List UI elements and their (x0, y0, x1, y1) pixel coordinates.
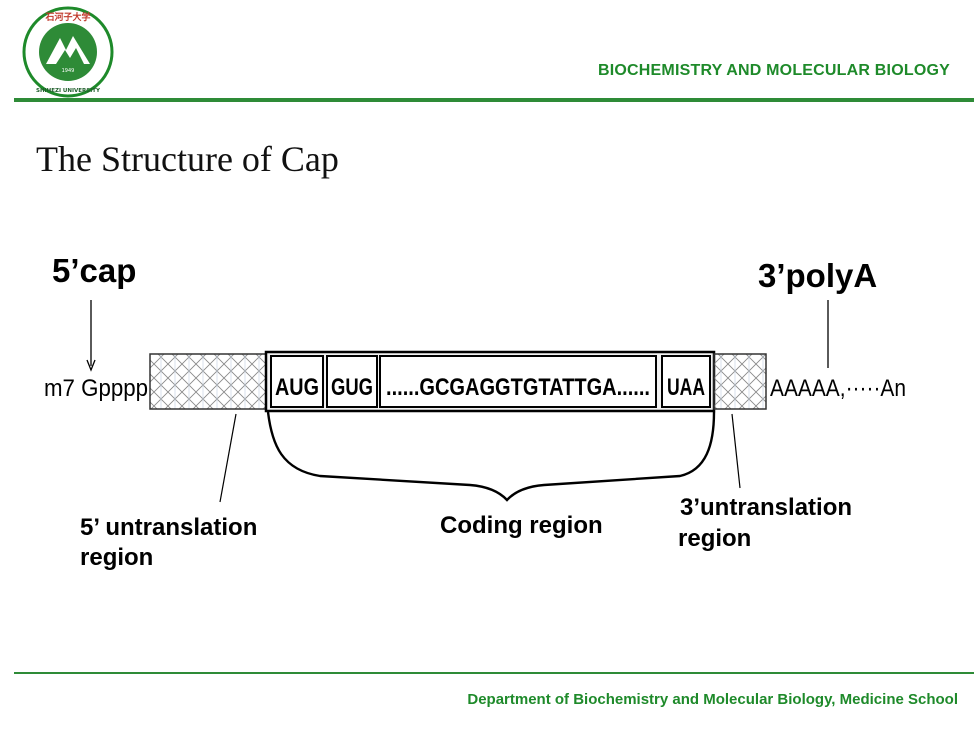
coding-region-label: Coding region (440, 512, 603, 539)
footer-department: Department of Biochemistry and Molecular… (467, 691, 958, 708)
logo-english-name: SHIHEZI UNIVERSITY (36, 88, 101, 94)
second-codon-cell (326, 355, 378, 408)
cap-sequence: m7 Gpppp (44, 375, 148, 402)
utr3-region-box (713, 353, 767, 410)
utr5-label-line2: region (80, 544, 153, 571)
slide-title: The Structure of Cap (36, 139, 339, 179)
stop-codon: UAA (667, 374, 705, 401)
stop-codon-cell (661, 355, 711, 408)
utr5-pointer-line (219, 413, 237, 503)
utr5-region-box (149, 353, 267, 410)
polya-tail-sequence: AAAAA,·····An (770, 375, 906, 402)
three-prime-polya-label: 3’polyA (758, 257, 877, 294)
utr3-pointer-line (731, 413, 741, 489)
footer-divider (14, 672, 974, 674)
logo-chinese-name: 石河子大学 (44, 11, 90, 23)
middle-sequence: ......GCGAGGTGTATTGA...... (386, 374, 650, 401)
course-title: BIOCHEMISTRY AND MOLECULAR BIOLOGY (598, 62, 950, 79)
start-codon-cell (270, 355, 324, 408)
utr5-label-line1: 5’ untranslation (80, 514, 257, 541)
logo-year: 1949 (62, 68, 75, 74)
utr3-label-line1: 3’untranslation (680, 494, 852, 521)
start-codon: AUG (275, 374, 319, 401)
university-logo: 1949 石河子大学 SHIHEZI UNIVERSITY (18, 6, 118, 98)
utr3-label-line2: region (678, 525, 751, 552)
header-divider (14, 98, 974, 102)
second-codon: GUG (331, 374, 373, 401)
cap-arrow-head (86, 359, 96, 372)
coding-region-brace (266, 411, 716, 502)
middle-sequence-cell (379, 355, 657, 408)
five-prime-cap-label: 5’cap (52, 252, 136, 289)
